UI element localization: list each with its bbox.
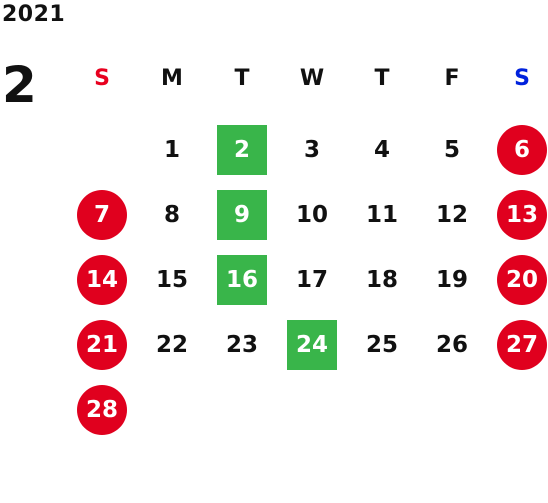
day-cell-11: 11 xyxy=(365,202,398,228)
weekday-tuesday: T xyxy=(234,66,250,91)
weekday-wednesday: W xyxy=(299,66,325,91)
day-cell-12: 12 xyxy=(435,202,468,228)
day-cell-19: 19 xyxy=(435,267,468,293)
day-cell-6: 6 xyxy=(497,125,547,175)
day-cell-22: 22 xyxy=(155,332,188,358)
day-cell-23: 23 xyxy=(225,332,258,358)
day-cell-28: 28 xyxy=(77,385,127,435)
weekday-friday: F xyxy=(444,66,460,91)
day-cell-26: 26 xyxy=(435,332,468,358)
day-cell-8: 8 xyxy=(163,202,180,228)
day-cell-9: 9 xyxy=(217,190,267,240)
day-cell-1: 1 xyxy=(163,137,180,163)
day-cell-2: 2 xyxy=(217,125,267,175)
day-cell-10: 10 xyxy=(295,202,328,228)
day-cell-16: 16 xyxy=(217,255,267,305)
day-cell-24: 24 xyxy=(287,320,337,370)
weekday-thursday: T xyxy=(374,66,390,91)
day-cell-21: 21 xyxy=(77,320,127,370)
day-cell-14: 14 xyxy=(77,255,127,305)
day-cell-18: 18 xyxy=(365,267,398,293)
day-cell-3: 3 xyxy=(303,137,320,163)
weekday-sunday: S xyxy=(94,66,110,91)
weekday-saturday: S xyxy=(514,66,530,91)
weekday-monday: M xyxy=(161,66,183,91)
day-cell-27: 27 xyxy=(497,320,547,370)
day-cell-17: 17 xyxy=(295,267,328,293)
year-label: 2021 xyxy=(2,2,66,27)
day-cell-5: 5 xyxy=(443,137,460,163)
month-number: 2 xyxy=(2,56,37,114)
day-cell-7: 7 xyxy=(77,190,127,240)
day-cell-15: 15 xyxy=(155,267,188,293)
day-cell-4: 4 xyxy=(373,137,390,163)
day-cell-25: 25 xyxy=(365,332,398,358)
day-cell-20: 20 xyxy=(497,255,547,305)
day-cell-13: 13 xyxy=(497,190,547,240)
